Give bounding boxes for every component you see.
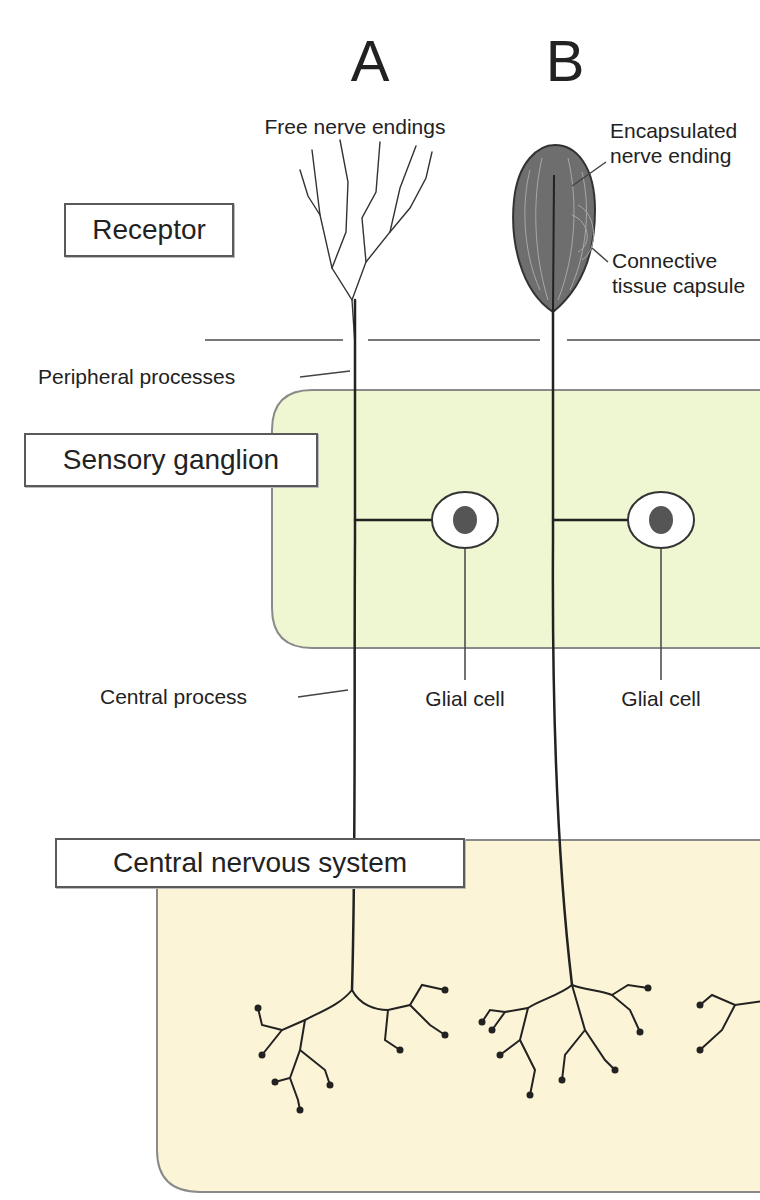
terminal-branch [572, 985, 615, 1070]
bouton [637, 1029, 644, 1036]
terminal-branch [385, 1010, 400, 1050]
terminal-branch [290, 1078, 300, 1110]
terminal-branch [520, 1040, 535, 1095]
part-label: Central process [100, 684, 310, 709]
central-terminals [258, 985, 760, 1110]
bouton [297, 1107, 304, 1114]
cell-body [432, 492, 498, 548]
bouton [272, 1079, 279, 1086]
capsule-lamellae [525, 158, 594, 300]
part-label: Glial cell [405, 686, 525, 711]
terminal-branch [482, 1010, 505, 1022]
part-label: Free nerve endings [225, 114, 485, 139]
label-box: Receptor [64, 203, 234, 257]
lamella [558, 158, 574, 300]
leader-line [592, 248, 608, 262]
nerve-branch [390, 152, 432, 232]
cell-nucleus [649, 506, 673, 534]
bouton [697, 1047, 704, 1054]
terminal-branch [300, 1050, 330, 1085]
leader-line [298, 690, 348, 697]
bouton [489, 1027, 496, 1034]
boundary-line [567, 339, 760, 341]
ganglion-band [272, 390, 760, 648]
bouton [255, 1005, 262, 1012]
terminal-branch [562, 1030, 585, 1080]
receptor-boundary [205, 339, 760, 341]
terminal-branch [262, 990, 352, 1055]
lamella [572, 215, 587, 252]
region-label: Receptor [92, 214, 206, 246]
axon-b [553, 310, 572, 985]
terminal-branch [700, 1005, 735, 1050]
cell-stalk [355, 519, 432, 522]
part-label: Encapsulated nerve ending [610, 118, 755, 168]
boundary-line [368, 339, 540, 341]
bouton [397, 1047, 404, 1054]
panel-letter: A [330, 26, 410, 96]
terminal-branch [258, 1008, 282, 1030]
cns-band [157, 840, 760, 1192]
terminal-branch [700, 995, 760, 1005]
part-label: Connective tissue capsule [612, 248, 752, 298]
terminal-branch [612, 985, 648, 995]
capsule-shape [513, 145, 595, 312]
panel-letter: B [525, 26, 605, 96]
cell-stalk [553, 519, 628, 522]
nerve-branch [352, 142, 380, 300]
bouton [527, 1092, 534, 1099]
lamella [578, 205, 594, 260]
nerve-branch [332, 140, 348, 268]
label-box: Central nervous system [55, 838, 465, 888]
bouton [497, 1052, 504, 1059]
region-label: Central nervous system [113, 847, 407, 879]
encapsulated-ending [513, 145, 595, 312]
terminal-branch [572, 985, 640, 1032]
part-label: Glial cell [601, 686, 721, 711]
bouton [559, 1077, 566, 1084]
region-label: Sensory ganglion [63, 444, 279, 476]
bouton [697, 1002, 704, 1009]
leader-lines [298, 162, 661, 697]
bouton [442, 1032, 449, 1039]
cell-body [628, 492, 694, 548]
part-label: Peripheral processes [38, 364, 308, 389]
terminal-branch [492, 985, 572, 1030]
cell-bodies [432, 492, 694, 548]
terminal-boutons [255, 985, 704, 1114]
bouton [612, 1067, 619, 1074]
boundary-line [205, 339, 343, 341]
nerve-branch [312, 150, 355, 345]
leader-line [464, 548, 466, 680]
nerve-branch [300, 170, 320, 215]
cell-nucleus [453, 506, 477, 534]
lamella [525, 170, 540, 290]
bouton [259, 1052, 266, 1059]
terminal-branch [352, 985, 445, 1010]
free-nerve-endings [300, 140, 432, 345]
label-box: Sensory ganglion [24, 433, 318, 487]
bouton [327, 1082, 334, 1089]
bouton [442, 987, 449, 994]
lamella [536, 158, 548, 300]
leader-line [572, 162, 606, 186]
nerve-branch [366, 146, 416, 262]
bouton [645, 985, 652, 992]
nerve-fiber [553, 175, 554, 312]
leader-line [660, 548, 662, 680]
bouton [479, 1019, 486, 1026]
lamella [570, 172, 586, 290]
leader-line [300, 371, 350, 377]
terminal-branch [410, 1005, 445, 1035]
